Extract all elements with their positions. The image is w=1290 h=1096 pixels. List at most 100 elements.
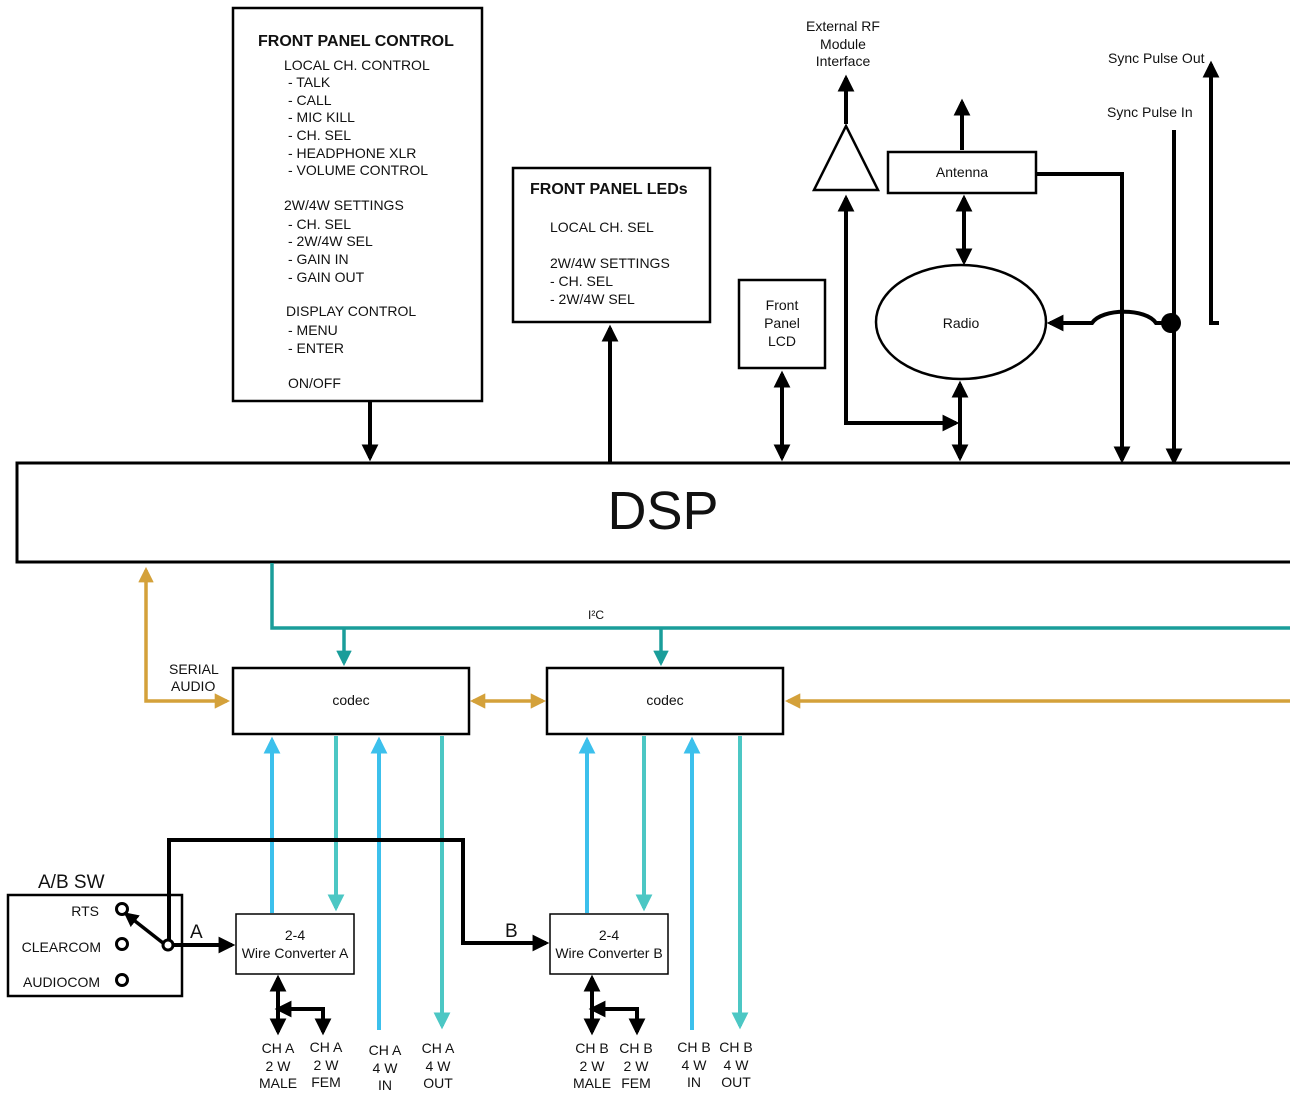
fpc-line: - TALK (288, 74, 331, 90)
sync-pulse-out-label: Sync Pulse Out (1108, 50, 1205, 66)
svg-text:2 W: 2 W (266, 1058, 292, 1074)
terminal-clearcom (115, 937, 129, 951)
codec-a-label: codec (332, 692, 369, 708)
converter-a-line: 2-4 (285, 927, 305, 943)
leds-line: - 2W/4W SEL (550, 291, 635, 307)
leds-line: LOCAL CH. SEL (550, 219, 654, 235)
ab-switch-option-audiocom: AUDIOCOM (23, 974, 100, 990)
port-ch-b-2w-fem: CH B 2 W FEM (619, 1040, 652, 1091)
ab-switch-option-rts: RTS (71, 903, 99, 919)
ab-switch-title: A/B SW (38, 872, 105, 893)
antenna-label: Antenna (936, 164, 988, 180)
external-rf-line: Module (820, 36, 866, 52)
port-ch-a-2w-male: CH A 2 W MALE (259, 1040, 297, 1091)
codec-a-block: codec (231, 666, 471, 736)
front-panel-leds-title: FRONT PANEL LEDs (530, 181, 688, 198)
front-panel-lcd-block: Front Panel LCD (737, 278, 827, 370)
front-panel-control-title: FRONT PANEL CONTROL (258, 33, 454, 50)
terminal-audiocom (115, 973, 129, 987)
svg-text:OUT: OUT (423, 1075, 453, 1091)
svg-text:4 W: 4 W (682, 1057, 708, 1073)
svg-text:4 W: 4 W (724, 1057, 750, 1073)
svg-text:MALE: MALE (259, 1075, 297, 1091)
serial-audio-line: SERIAL (169, 661, 219, 677)
converter-b-block: 2-4 Wire Converter B (549, 913, 669, 975)
rf-amplifier-triangle (811, 123, 881, 192)
svg-text:CH A: CH A (422, 1040, 455, 1056)
fpc-line: LOCAL CH. CONTROL (284, 57, 430, 73)
junction-dot (1161, 313, 1181, 333)
fpc-line: - GAIN IN (288, 251, 349, 267)
dsp-block: DSP (15, 461, 1290, 564)
port-ch-b-4w-out: CH B 4 W OUT (719, 1039, 752, 1090)
lcd-line: LCD (768, 333, 796, 349)
svg-text:CH A: CH A (262, 1040, 295, 1056)
switch-lever (123, 912, 165, 945)
converter-a-block: 2-4 Wire Converter A (235, 913, 355, 975)
fpc-line: - CH. SEL (288, 216, 351, 232)
external-rf-block: External RF Module Interface (806, 18, 881, 192)
sync-pulse-in-label: Sync Pulse In (1107, 104, 1193, 120)
fpc-line: 2W/4W SETTINGS (284, 197, 404, 213)
svg-text:MALE: MALE (573, 1075, 611, 1091)
fpc-line: - CALL (288, 92, 332, 108)
i2c-label: I²C (588, 608, 604, 622)
svg-text:IN: IN (687, 1074, 701, 1090)
svg-text:2 W: 2 W (624, 1058, 650, 1074)
port-ch-a-4w-in: CH A 4 W IN (369, 1042, 402, 1093)
port-ch-b-4w-in: CH B 4 W IN (677, 1039, 710, 1090)
svg-text:2 W: 2 W (580, 1058, 606, 1074)
label-b: B (505, 921, 518, 942)
front-panel-leds-block: FRONT PANEL LEDs LOCAL CH. SEL 2W/4W SET… (511, 166, 712, 324)
lcd-line: Panel (764, 315, 800, 331)
converter-b-line: 2-4 (599, 927, 619, 943)
external-rf-line: External RF (806, 18, 880, 34)
fpc-line: ON/OFF (288, 375, 341, 391)
svg-text:CH B: CH B (619, 1040, 652, 1056)
fpc-line: - GAIN OUT (288, 269, 365, 285)
front-panel-control-block: FRONT PANEL CONTROL LOCAL CH. CONTROL - … (231, 6, 484, 403)
converter-a-line: Wire Converter A (242, 945, 349, 961)
antenna-block: Antenna (886, 98, 1038, 195)
fpc-line: - ENTER (288, 340, 344, 356)
leds-line: - CH. SEL (550, 273, 613, 289)
ab-switch-block: A/B SW RTS CLEARCOM AUDIOCOM (6, 872, 184, 998)
fpc-line: - HEADPHONE XLR (288, 145, 416, 161)
svg-text:CH A: CH A (369, 1042, 402, 1058)
converter-b-line: Wire Converter B (555, 945, 662, 961)
svg-text:FEM: FEM (621, 1075, 651, 1091)
codec-b-block: codec (545, 666, 785, 736)
fpc-line: - MIC KILL (288, 109, 355, 125)
fpc-line: - MENU (288, 322, 338, 338)
radio-label: Radio (943, 315, 980, 331)
switch-pivot (161, 938, 175, 952)
label-a: A (190, 922, 203, 943)
svg-text:CH B: CH B (719, 1039, 752, 1055)
codec-b-label: codec (646, 692, 683, 708)
radio-block: Radio (874, 263, 1048, 381)
port-ch-b-2w-male: CH B 2 W MALE (573, 1040, 611, 1091)
dsp-label: DSP (607, 481, 718, 541)
svg-text:CH B: CH B (575, 1040, 608, 1056)
fpc-line: DISPLAY CONTROL (286, 303, 416, 319)
svg-text:FEM: FEM (311, 1074, 341, 1090)
external-rf-line: Interface (816, 53, 871, 69)
serial-audio-line: AUDIO (171, 678, 215, 694)
lcd-line: Front (766, 297, 799, 313)
ab-switch-option-clearcom: CLEARCOM (22, 939, 101, 955)
port-ch-a-2w-fem: CH A 2 W FEM (310, 1039, 343, 1090)
fpc-line: - VOLUME CONTROL (288, 162, 428, 178)
svg-text:IN: IN (378, 1077, 392, 1093)
terminal-rts (115, 902, 129, 916)
fpc-line: - 2W/4W SEL (288, 233, 373, 249)
leds-line: 2W/4W SETTINGS (550, 255, 670, 271)
svg-text:CH B: CH B (677, 1039, 710, 1055)
svg-text:4 W: 4 W (426, 1058, 452, 1074)
svg-text:4 W: 4 W (373, 1060, 399, 1076)
svg-text:2 W: 2 W (314, 1057, 340, 1073)
svg-text:CH A: CH A (310, 1039, 343, 1055)
port-ch-a-4w-out: CH A 4 W OUT (422, 1040, 455, 1091)
svg-text:OUT: OUT (721, 1074, 751, 1090)
fpc-line: - CH. SEL (288, 127, 351, 143)
